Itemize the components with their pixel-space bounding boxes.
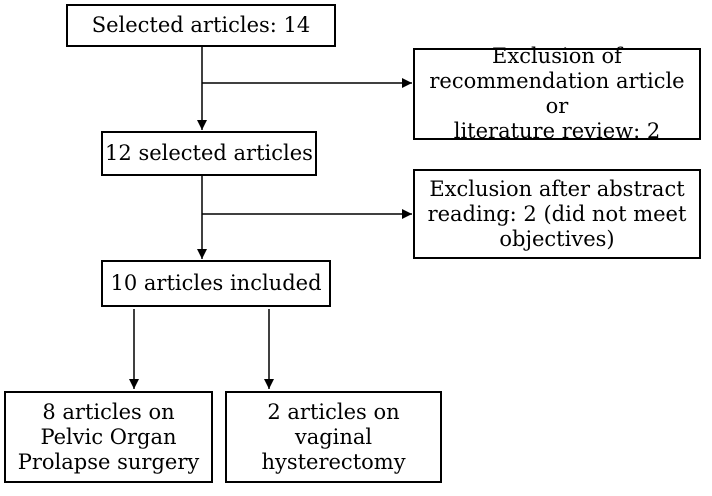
pop-surgery-box: 8 articles on Pelvic Organ Prolapse surg… <box>4 391 213 483</box>
pop-surgery-line-2: Pelvic Organ <box>40 424 177 449</box>
twelve-selected-label: 12 selected articles <box>105 141 313 165</box>
twelve-selected-box: 12 selected articles <box>101 131 317 176</box>
exclusion-review-box: Exclusion of recommendation article or l… <box>413 44 701 143</box>
articles-included-box: 10 articles included <box>101 260 331 307</box>
articles-included-label: 10 articles included <box>110 271 322 295</box>
exclusion-abstract-line-1: Exclusion after abstract <box>429 176 685 201</box>
selected-articles-box: Selected articles: 14 <box>66 4 336 47</box>
exclusion-abstract-line-2: reading: 2 (did not meet <box>427 201 687 226</box>
exclusion-review-line-3: literature review: 2 <box>453 119 661 143</box>
exclusion-review-line-2: recommendation article or <box>429 69 685 118</box>
selected-articles-label: Selected articles: 14 <box>91 13 311 37</box>
pop-surgery-line-3: Prolapse surgery <box>17 449 200 474</box>
vaginal-hysterectomy-box: 2 articles on vaginal hysterectomy <box>225 391 442 483</box>
pop-surgery-line-1: 8 articles on <box>42 399 175 424</box>
vaginal-hysterectomy-line-3: hysterectomy <box>261 449 406 474</box>
exclusion-review-line-1: Exclusion of <box>492 44 622 68</box>
vaginal-hysterectomy-line-2: vaginal <box>294 424 373 449</box>
vaginal-hysterectomy-line-1: 2 articles on <box>267 399 400 424</box>
exclusion-abstract-line-3: objectives) <box>499 226 615 251</box>
exclusion-abstract-box: Exclusion after abstract reading: 2 (did… <box>413 169 701 259</box>
